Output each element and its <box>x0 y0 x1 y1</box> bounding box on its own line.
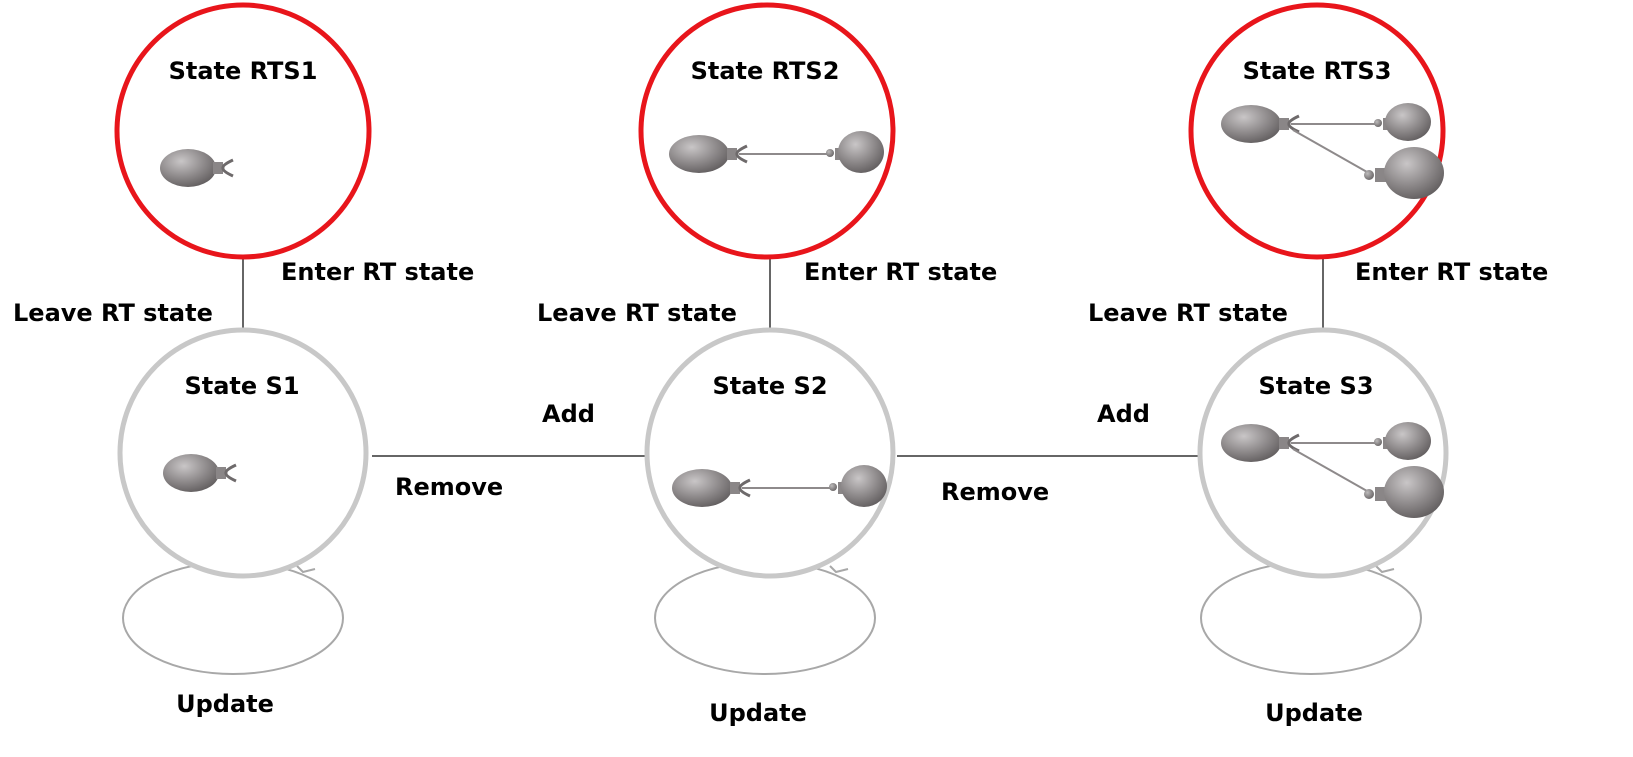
rt-state-rts3: State RTS3 <box>1188 2 1446 260</box>
state-s1: State S1 <box>117 327 369 579</box>
leave-rt-label-1: Leave RT state <box>13 299 213 327</box>
remove-label-1: Remove <box>395 473 503 501</box>
update-loop-1 <box>122 561 344 675</box>
rt-state-circle <box>114 2 372 260</box>
rt-state-title: State RTS1 <box>169 57 318 85</box>
rt-state-circle <box>638 2 896 260</box>
state-title: State S2 <box>712 372 827 400</box>
add-label-2: Add <box>1097 400 1150 428</box>
edges <box>242 256 1324 457</box>
leave-rt-label-2: Leave RT state <box>537 299 737 327</box>
update-label-1: Update <box>176 690 274 718</box>
update-loop-3 <box>1200 561 1422 675</box>
state-circle <box>644 327 896 579</box>
add-label-1: Add <box>542 400 595 428</box>
state-title: State S3 <box>1258 372 1373 400</box>
enter-rt-label-1: Enter RT state <box>281 258 474 286</box>
update-loop-2 <box>654 561 876 675</box>
remove-label-2: Remove <box>941 478 1049 506</box>
state-circle <box>1197 327 1449 579</box>
state-title: State S1 <box>184 372 299 400</box>
state-s2: State S2 <box>644 327 896 579</box>
update-label-3: Update <box>1265 699 1363 727</box>
enter-rt-label-2: Enter RT state <box>804 258 997 286</box>
rt-state-rts2: State RTS2 <box>638 2 896 260</box>
state-s3: State S3 <box>1197 327 1449 579</box>
rt-state-circle <box>1188 2 1446 260</box>
rt-state-rts1: State RTS1 <box>114 2 372 260</box>
rt-state-title: State RTS2 <box>691 57 840 85</box>
leave-rt-label-3: Leave RT state <box>1088 299 1288 327</box>
update-label-2: Update <box>709 699 807 727</box>
transition-labels: Enter RT state Leave RT state Enter RT s… <box>13 258 1548 727</box>
state-circle <box>117 327 369 579</box>
self-loops <box>122 561 1422 675</box>
enter-rt-label-3: Enter RT state <box>1355 258 1548 286</box>
rt-state-title: State RTS3 <box>1243 57 1392 85</box>
